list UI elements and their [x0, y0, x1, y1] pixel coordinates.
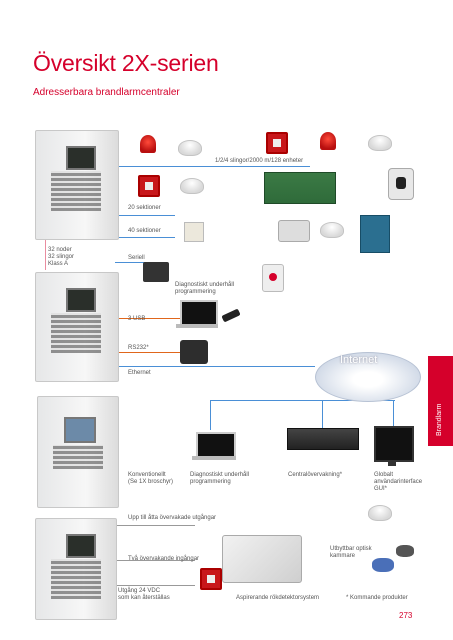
internet-cloud-icon	[315, 352, 421, 402]
page-subtitle: Adresserbara brandlarmcentraler	[33, 87, 180, 98]
aspirating-label: Aspirerande rökdetektorsystem	[236, 595, 320, 601]
page-title: Översikt 2X-serien	[33, 50, 219, 76]
panel-display	[64, 417, 96, 443]
call-point-icon	[138, 175, 160, 197]
global-label-3: GUI*	[374, 486, 388, 492]
laptop-icon	[180, 300, 218, 326]
test-unit-icon	[262, 264, 284, 292]
serial-label: Seriell	[128, 255, 145, 261]
panel-display	[66, 288, 96, 312]
central-monitoring-label: Centralövervakning*	[288, 472, 343, 478]
eth-drop-2	[322, 400, 323, 428]
nodes-label: 32 noder	[48, 247, 72, 253]
sections-20-label: 20 sektioner	[128, 205, 161, 211]
monitor-stand-icon	[388, 460, 396, 466]
loop-line-top	[115, 166, 310, 167]
sections-40-label: 40 sektioner	[128, 228, 161, 234]
monitored-inputs-label: Två övervakande ingångar	[128, 556, 200, 562]
panel-buttons	[51, 559, 101, 599]
global-label-2: användarinterface	[374, 479, 423, 485]
loop-units-label: 1/2/4 slingor/2000 m/128 enheter	[215, 158, 304, 164]
panel-display	[66, 534, 96, 558]
sections20-line	[115, 215, 175, 216]
interface-module-icon	[184, 222, 204, 242]
smoke-detector-icon	[178, 140, 202, 156]
magnet-icon	[278, 220, 310, 242]
page-number: 273	[399, 611, 413, 620]
output-24v-label-2: som kan återställas	[118, 595, 170, 601]
diag2-label-1: Diagnostiskt underhåll	[190, 472, 250, 478]
laptop-icon	[196, 432, 236, 458]
smoke-detector-icon	[368, 135, 392, 151]
outputs-line	[115, 525, 195, 526]
serial-line	[115, 262, 145, 263]
call-point-icon	[200, 568, 222, 590]
conventional-label-2: (Se 1X broschyr)	[128, 479, 174, 485]
coming-products-label: * Kommande produkter	[346, 595, 408, 601]
laptop-base-icon	[176, 324, 218, 328]
output-24v-label-1: Utgång 24 VDC	[118, 588, 161, 594]
laptop-base-icon	[192, 456, 236, 460]
section-tab-label: Brandlarm	[436, 403, 443, 436]
usb-label: 3 USB	[128, 316, 146, 322]
sections40-line	[115, 237, 175, 238]
heat-detector-icon	[320, 222, 344, 238]
beacon-icon	[320, 132, 336, 150]
conventional-label-1: Konventionellt	[128, 472, 166, 478]
rs232-line	[115, 352, 180, 353]
control-panel-2	[35, 272, 119, 382]
ethernet-line	[115, 366, 315, 367]
loop-card-icon	[264, 172, 336, 204]
optical-label-2: kammare	[330, 553, 356, 559]
control-panel-3	[35, 518, 117, 620]
panel-display	[66, 146, 96, 170]
printer-icon	[180, 340, 208, 364]
rack-icon	[287, 428, 359, 450]
rs232-label: RS232*	[128, 345, 149, 351]
optical-label-1: Utbyttbar optisk	[330, 546, 372, 552]
inputs-line	[115, 560, 195, 561]
monitored-outputs-label: Upp till åtta övervakade utgångar	[128, 515, 217, 521]
node-line	[45, 236, 46, 270]
panel-buttons	[53, 445, 103, 469]
panel-buttons	[51, 171, 101, 211]
usb-stick-icon	[221, 308, 241, 323]
diag1-label-1: Diagnostiskt underhåll	[175, 282, 235, 288]
detector-base-icon	[396, 545, 414, 557]
class-label: Klass A	[48, 261, 69, 267]
diag1-label-2: programmering	[175, 289, 216, 295]
control-panel-conventional	[37, 396, 119, 508]
door-holder-icon	[388, 168, 414, 200]
aspirating-unit-icon	[222, 535, 302, 583]
v24-line	[115, 585, 195, 586]
smoke-detector-icon	[180, 178, 204, 194]
optical-chamber-icon	[372, 558, 394, 572]
panel-buttons	[51, 313, 101, 353]
internet-label: Internet	[340, 354, 378, 366]
global-label-1: Globalt	[374, 472, 394, 478]
loops-label: 32 slingor	[48, 254, 75, 260]
beacon-icon	[140, 135, 156, 153]
section-tab: Brandlarm	[428, 356, 453, 446]
usb-line	[115, 318, 185, 319]
call-point-icon	[266, 132, 288, 154]
smoke-detector-icon	[368, 505, 392, 521]
gas-detector-icon	[360, 215, 390, 253]
diag2-label-2: programmering	[190, 479, 231, 485]
eth-branch	[210, 400, 395, 401]
eth-drop-3	[393, 400, 394, 428]
monitor-icon	[374, 426, 414, 462]
ethernet-label: Ethernet	[128, 370, 151, 376]
eth-drop-1	[210, 400, 211, 430]
printer-icon	[143, 262, 169, 282]
control-panel-1	[35, 130, 119, 240]
